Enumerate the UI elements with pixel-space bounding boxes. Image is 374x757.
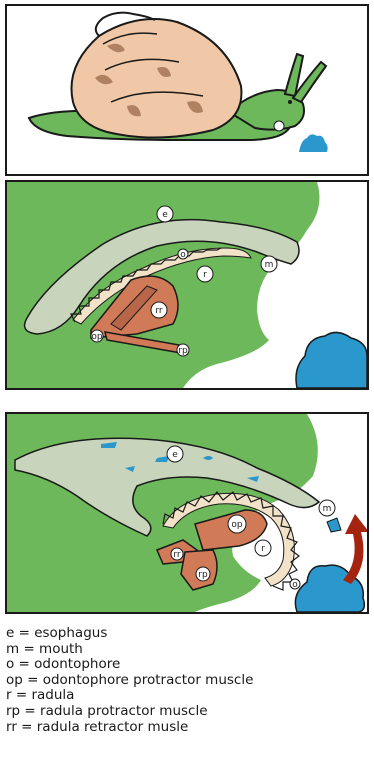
label-op: op bbox=[91, 330, 103, 342]
abbreviation-legend: e = esophagus m = mouth o = odontophore … bbox=[6, 626, 368, 735]
label-rp: rp bbox=[196, 567, 210, 581]
food-blob-small bbox=[299, 134, 328, 152]
svg-text:rr: rr bbox=[155, 306, 163, 316]
label-e: e bbox=[157, 206, 173, 222]
snail-overview-panel bbox=[5, 4, 369, 176]
legend-item: r = radula bbox=[6, 688, 368, 704]
svg-text:rp: rp bbox=[178, 346, 188, 356]
svg-text:m: m bbox=[265, 260, 274, 270]
radula-retracted-panel: e m o r rr op rp bbox=[5, 180, 369, 390]
svg-text:r: r bbox=[261, 544, 265, 554]
label-rr: rr bbox=[171, 548, 183, 560]
label-rp: rp bbox=[177, 344, 189, 356]
label-rr: rr bbox=[151, 302, 167, 318]
svg-text:e: e bbox=[162, 210, 168, 220]
label-m: m bbox=[261, 256, 277, 272]
food-fragment bbox=[327, 518, 341, 532]
legend-item: rr = radula retractor musle bbox=[6, 720, 368, 736]
label-r: r bbox=[255, 540, 271, 556]
legend-item: rp = radula protractor muscle bbox=[6, 704, 368, 720]
snail-mouth-marker bbox=[274, 121, 284, 131]
svg-text:m: m bbox=[323, 504, 332, 514]
food-blob bbox=[296, 332, 367, 388]
label-o: o bbox=[290, 579, 300, 590]
svg-text:op: op bbox=[91, 332, 103, 342]
label-r: r bbox=[197, 266, 213, 282]
snail-eye bbox=[288, 100, 292, 104]
label-e: e bbox=[167, 446, 183, 462]
snail-overview-illustration bbox=[7, 6, 367, 174]
legend-item: op = odontophore protractor muscle bbox=[6, 673, 368, 689]
svg-text:r: r bbox=[203, 270, 207, 280]
radula-protruded-diagram: e m op r rr rp o bbox=[7, 414, 367, 612]
radula-protruded-panel: e m op r rr rp o bbox=[5, 412, 369, 614]
radula-retracted-diagram: e m o r rr op rp bbox=[7, 182, 367, 388]
legend-item: e = esophagus bbox=[6, 626, 368, 642]
legend-item: m = mouth bbox=[6, 642, 368, 658]
svg-text:o: o bbox=[292, 580, 298, 590]
svg-text:rp: rp bbox=[198, 570, 208, 580]
label-op: op bbox=[228, 515, 246, 533]
svg-text:e: e bbox=[172, 450, 178, 460]
svg-text:rr: rr bbox=[173, 550, 181, 560]
legend-item: o = odontophore bbox=[6, 657, 368, 673]
label-m: m bbox=[319, 500, 335, 516]
svg-text:op: op bbox=[231, 520, 243, 530]
svg-text:o: o bbox=[180, 250, 186, 260]
